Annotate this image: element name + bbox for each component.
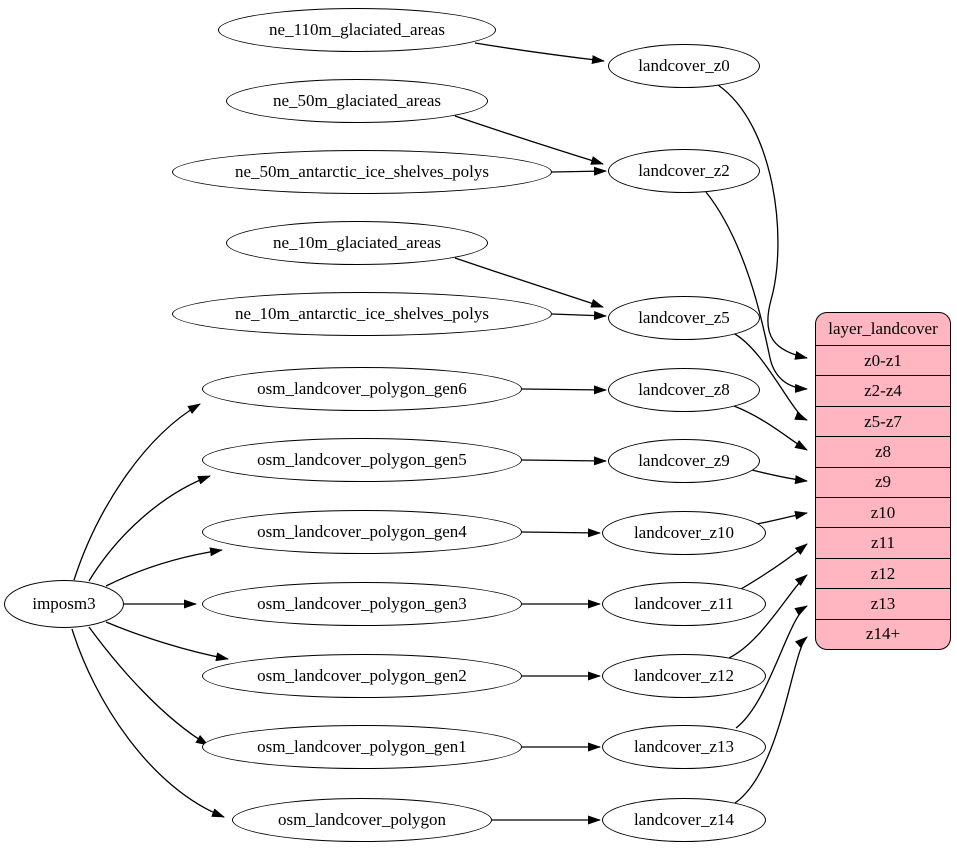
node-imposm3: imposm3: [4, 580, 124, 628]
node-landcover_z13: landcover_z13: [602, 725, 766, 769]
edge-ne_110m_glaciated_areas-to-landcover_z0: [474, 42, 605, 65]
node-landcover_z0: landcover_z0: [608, 44, 760, 88]
record-row-z5-z7: z5-z7: [816, 405, 950, 436]
edge-imposm3-to-osm_landcover_polygon_gen2: [105, 621, 229, 662]
record-row-z10: z10: [816, 497, 950, 527]
record-row-z8: z8: [816, 436, 950, 466]
record-row-z11: z11: [816, 527, 950, 557]
node-ne_50m_antarctic_ice_shelves_polys: ne_50m_antarctic_ice_shelves_polys: [172, 150, 552, 194]
node-landcover_z14: landcover_z14: [602, 798, 766, 842]
edge-landcover_z2-to-layer_landcover-z2-z4: [705, 191, 808, 393]
record-row-z13: z13: [816, 588, 950, 618]
edge-landcover_z8-to-layer_landcover-z8: [733, 405, 808, 451]
record-row-z9: z9: [816, 466, 950, 497]
edge-ne_10m_glaciated_areas-to-landcover_z5: [454, 257, 604, 308]
node-landcover_z5: landcover_z5: [608, 296, 760, 340]
record-row-z12: z12: [816, 557, 950, 588]
edge-ne_50m_glaciated_areas-to-landcover_z2: [454, 115, 604, 165]
node-osm_landcover_polygon: osm_landcover_polygon: [232, 798, 492, 842]
node-landcover_z11: landcover_z11: [602, 582, 766, 626]
edge-imposm3-to-osm_landcover_polygon_gen4: [105, 547, 223, 587]
edge-ne_50m_antarctic_ice_shelves_polys-to-landcover_z2: [551, 166, 607, 176]
node-ne_10m_antarctic_ice_shelves_polys: ne_10m_antarctic_ice_shelves_polys: [172, 292, 552, 336]
node-osm_landcover_polygon_gen6: osm_landcover_polygon_gen6: [202, 367, 522, 411]
edge-osm_landcover_polygon_gen4-to-landcover_z10: [521, 528, 601, 538]
edge-landcover_z5-to-layer_landcover-z5-z7: [732, 332, 808, 421]
record-row-z2-z4: z2-z4: [816, 375, 950, 405]
edge-landcover_z9-to-layer_landcover-z9: [751, 469, 808, 485]
node-ne_50m_glaciated_areas: ne_50m_glaciated_areas: [226, 79, 488, 123]
edge-landcover_z14-to-layer_landcover-z14+: [734, 636, 808, 804]
record-row-z14+: z14+: [816, 618, 950, 649]
edge-ne_10m_antarctic_ice_shelves_polys-to-landcover_z5: [551, 311, 607, 321]
node-osm_landcover_polygon_gen3: osm_landcover_polygon_gen3: [202, 582, 522, 626]
node-landcover_z9: landcover_z9: [608, 439, 760, 483]
record-title: layer_landcover: [828, 319, 938, 338]
edge-landcover_z13-to-layer_landcover-z13: [735, 605, 808, 729]
edge-imposm3-to-osm_landcover_polygon_gen6: [73, 403, 201, 581]
node-landcover_z12: landcover_z12: [602, 654, 766, 698]
node-osm_landcover_polygon_gen1: osm_landcover_polygon_gen1: [202, 725, 522, 769]
edge-landcover_z11-to-layer_landcover-z11: [740, 543, 808, 590]
node-landcover_z10: landcover_z10: [602, 511, 766, 555]
edge-landcover_z10-to-layer_landcover-z10: [756, 510, 808, 525]
record-row-z0-z1: z0-z1: [816, 345, 950, 375]
edge-imposm3-to-osm_landcover_polygon: [71, 628, 225, 818]
edge-imposm3-to-osm_landcover_polygon_gen1: [88, 626, 209, 746]
node-osm_landcover_polygon_gen4: osm_landcover_polygon_gen4: [202, 510, 522, 554]
edge-landcover_z0-to-layer_landcover-z0-z1: [717, 84, 808, 360]
edge-landcover_z12-to-layer_landcover-z12: [728, 574, 808, 659]
node-osm_landcover_polygon_gen5: osm_landcover_polygon_gen5: [202, 438, 522, 482]
node-landcover_z2: landcover_z2: [608, 149, 760, 193]
node-ne_10m_glaciated_areas: ne_10m_glaciated_areas: [226, 221, 488, 265]
node-ne_110m_glaciated_areas: ne_110m_glaciated_areas: [218, 8, 496, 52]
node-landcover_z8: landcover_z8: [608, 368, 760, 412]
edge-osm_landcover_polygon_gen6-to-landcover_z8: [521, 385, 607, 395]
edge-imposm3-to-osm_landcover_polygon_gen5: [88, 475, 211, 582]
node-osm_landcover_polygon_gen2: osm_landcover_polygon_gen2: [202, 654, 522, 698]
edge-osm_landcover_polygon_gen5-to-landcover_z9: [521, 456, 607, 466]
